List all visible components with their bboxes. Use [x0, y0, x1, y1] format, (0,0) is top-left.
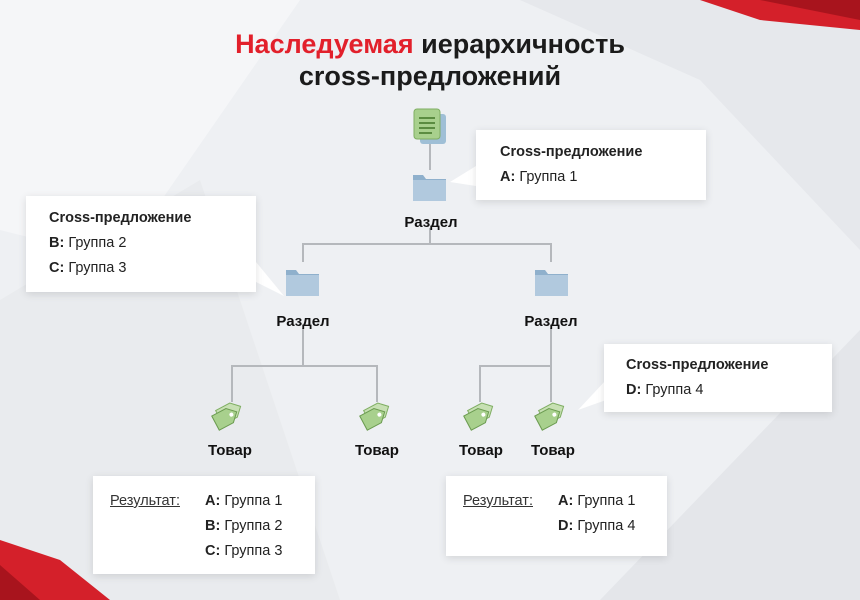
node-label-product-1: Товар [208, 442, 252, 459]
tag-icon-3 [463, 402, 494, 431]
callout-pointer-left [256, 262, 284, 296]
result-left-values: A: Группа 1 B: Группа 2 C: Группа 3 [205, 493, 282, 568]
folder-icon-root [413, 175, 446, 201]
tag-icon-1 [211, 402, 242, 431]
page-title: Наследуемая иерархичность cross-предложе… [0, 28, 860, 92]
node-label-left-section: Раздел [276, 313, 330, 330]
callout-pointer-product4 [578, 380, 606, 410]
callout-root-row: A: Группа 1 [500, 169, 578, 185]
folder-icon-right [535, 270, 568, 296]
callout-left-heading: Cross-предложение [49, 210, 192, 226]
title-accent: Наследуемая [235, 29, 414, 59]
callout-left-row-1: B: Группа 2 [49, 235, 127, 251]
result-left-row-2: B: Группа 2 [205, 518, 283, 534]
result-right-label: Результат: [463, 493, 533, 509]
result-left-row-3: C: Группа 3 [205, 543, 283, 559]
document-icon [413, 108, 446, 144]
result-right-row-2: D: Группа 4 [558, 518, 636, 534]
node-label-product-2: Товар [355, 442, 399, 459]
callout-product4: Cross-предложение D: Группа 4 [604, 344, 832, 412]
callout-product4-heading: Cross-предложение [626, 357, 769, 373]
node-label-product-4: Товар [531, 442, 575, 459]
node-label-product-3: Товар [459, 442, 503, 459]
connector-lines [231, 140, 552, 402]
callout-left: Cross-предложение B: Группа 2 C: Группа … [26, 196, 256, 292]
callout-pointer-root [450, 166, 476, 186]
tag-icon-2 [359, 402, 390, 431]
callout-root: Cross-предложение A: Группа 1 [476, 130, 706, 200]
result-left-row-1: A: Группа 1 [205, 493, 283, 509]
result-right-row-1: A: Группа 1 [558, 493, 636, 509]
result-box-right: Результат: A: Группа 1 D: Группа 4 [446, 476, 667, 556]
node-label-right-section: Раздел [524, 313, 578, 330]
result-left-label: Результат: [110, 493, 180, 509]
result-box-left: Результат: A: Группа 1 B: Группа 2 C: Гр… [93, 476, 315, 574]
callout-product4-row: D: Группа 4 [626, 382, 704, 398]
node-label-root-section: Раздел [404, 214, 458, 231]
folder-icon-left [286, 270, 319, 296]
callout-left-row-2: C: Группа 3 [49, 260, 127, 276]
corner-accent-bottom [0, 540, 110, 600]
tag-icon-4 [534, 402, 565, 431]
title-rest: иерархичность [413, 29, 625, 59]
title-line2: cross-предложений [298, 61, 562, 91]
callout-root-heading: Cross-предложение [500, 144, 643, 160]
result-right-values: A: Группа 1 D: Группа 4 [558, 493, 635, 543]
